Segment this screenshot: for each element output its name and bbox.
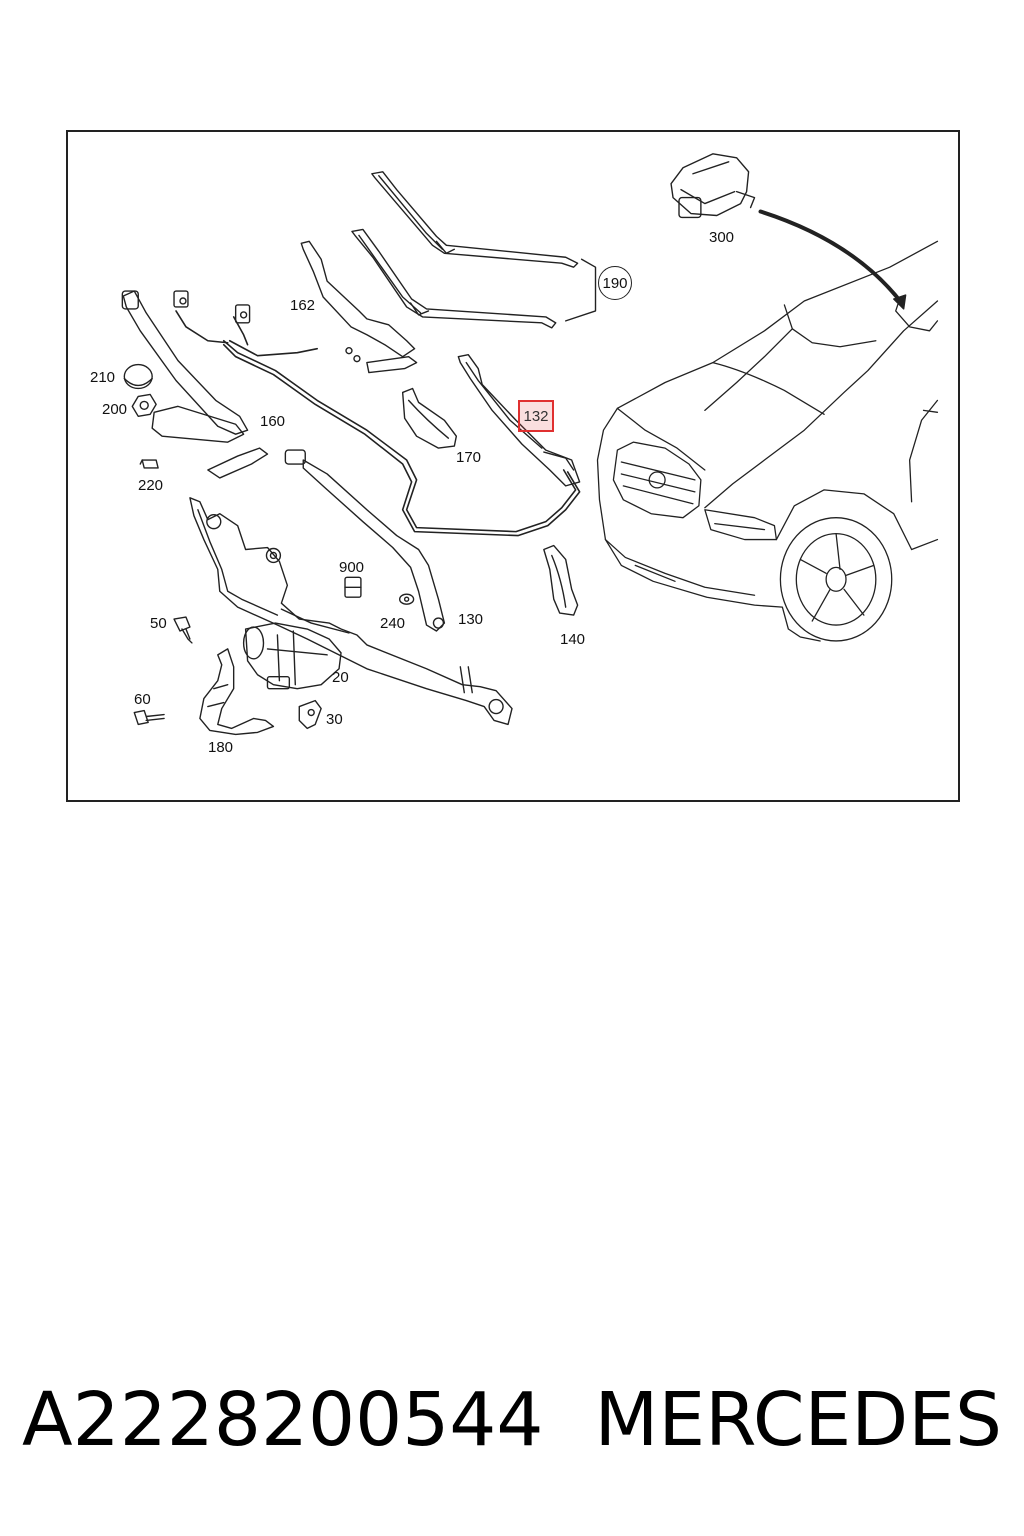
callout-130: 130 <box>458 611 484 628</box>
washer-240 <box>398 593 415 605</box>
callout-162: 162 <box>290 297 316 314</box>
callout-160: 160 <box>260 413 286 430</box>
cap-210 <box>123 363 153 390</box>
callout-50: 50 <box>150 615 167 632</box>
callout-200: 200 <box>102 401 128 418</box>
clip-900 <box>344 576 362 598</box>
callout-132-highlighted: 132 <box>518 400 554 432</box>
sensor-arrow <box>758 209 907 310</box>
bolt-60 <box>133 709 165 726</box>
cover-170 <box>401 387 458 449</box>
callout-170: 170 <box>456 449 482 466</box>
part-number: A2228200544 <box>22 1377 544 1463</box>
wiper-arm-160 <box>121 290 269 479</box>
part-footer: A2228200544 MERCEDES <box>0 1370 1024 1470</box>
bracket-180 <box>199 648 275 736</box>
callout-240: 240 <box>380 615 406 632</box>
clip-220 <box>139 459 159 469</box>
wiper-blade-upper <box>371 171 579 268</box>
callout-20: 20 <box>332 669 349 686</box>
wiper-arm-162 <box>300 240 418 374</box>
wiper-linkage-20 <box>189 497 513 726</box>
callout-30: 30 <box>326 711 343 728</box>
wiper-arm-132 <box>457 353 581 487</box>
cover-140 <box>543 544 579 616</box>
rain-sensor-300 <box>670 153 756 219</box>
parts-diagram: 300 190 162 210 200 160 170 132 220 900 … <box>66 130 960 802</box>
wiper-blade-lower <box>351 228 557 329</box>
callout-190: 190 <box>598 266 632 300</box>
callout-140: 140 <box>560 631 586 648</box>
nut-200 <box>131 393 157 417</box>
brand-name: MERCEDES <box>594 1377 1002 1463</box>
vehicle-outline <box>596 240 939 642</box>
bracket-30 <box>298 699 322 730</box>
callout-900: 900 <box>339 559 365 576</box>
callout-210: 210 <box>90 369 116 386</box>
wiper-motor <box>242 622 342 690</box>
washer-hose <box>175 310 581 537</box>
connectors-top <box>173 290 251 324</box>
callout-300: 300 <box>709 229 735 246</box>
callout-60: 60 <box>134 691 151 708</box>
callout-180: 180 <box>208 739 234 756</box>
bolt-50 <box>173 616 193 644</box>
wiper-arm-130 <box>284 449 446 632</box>
diagram-drawing <box>121 153 939 736</box>
bracket-190 <box>564 258 597 322</box>
callout-220: 220 <box>138 477 164 494</box>
